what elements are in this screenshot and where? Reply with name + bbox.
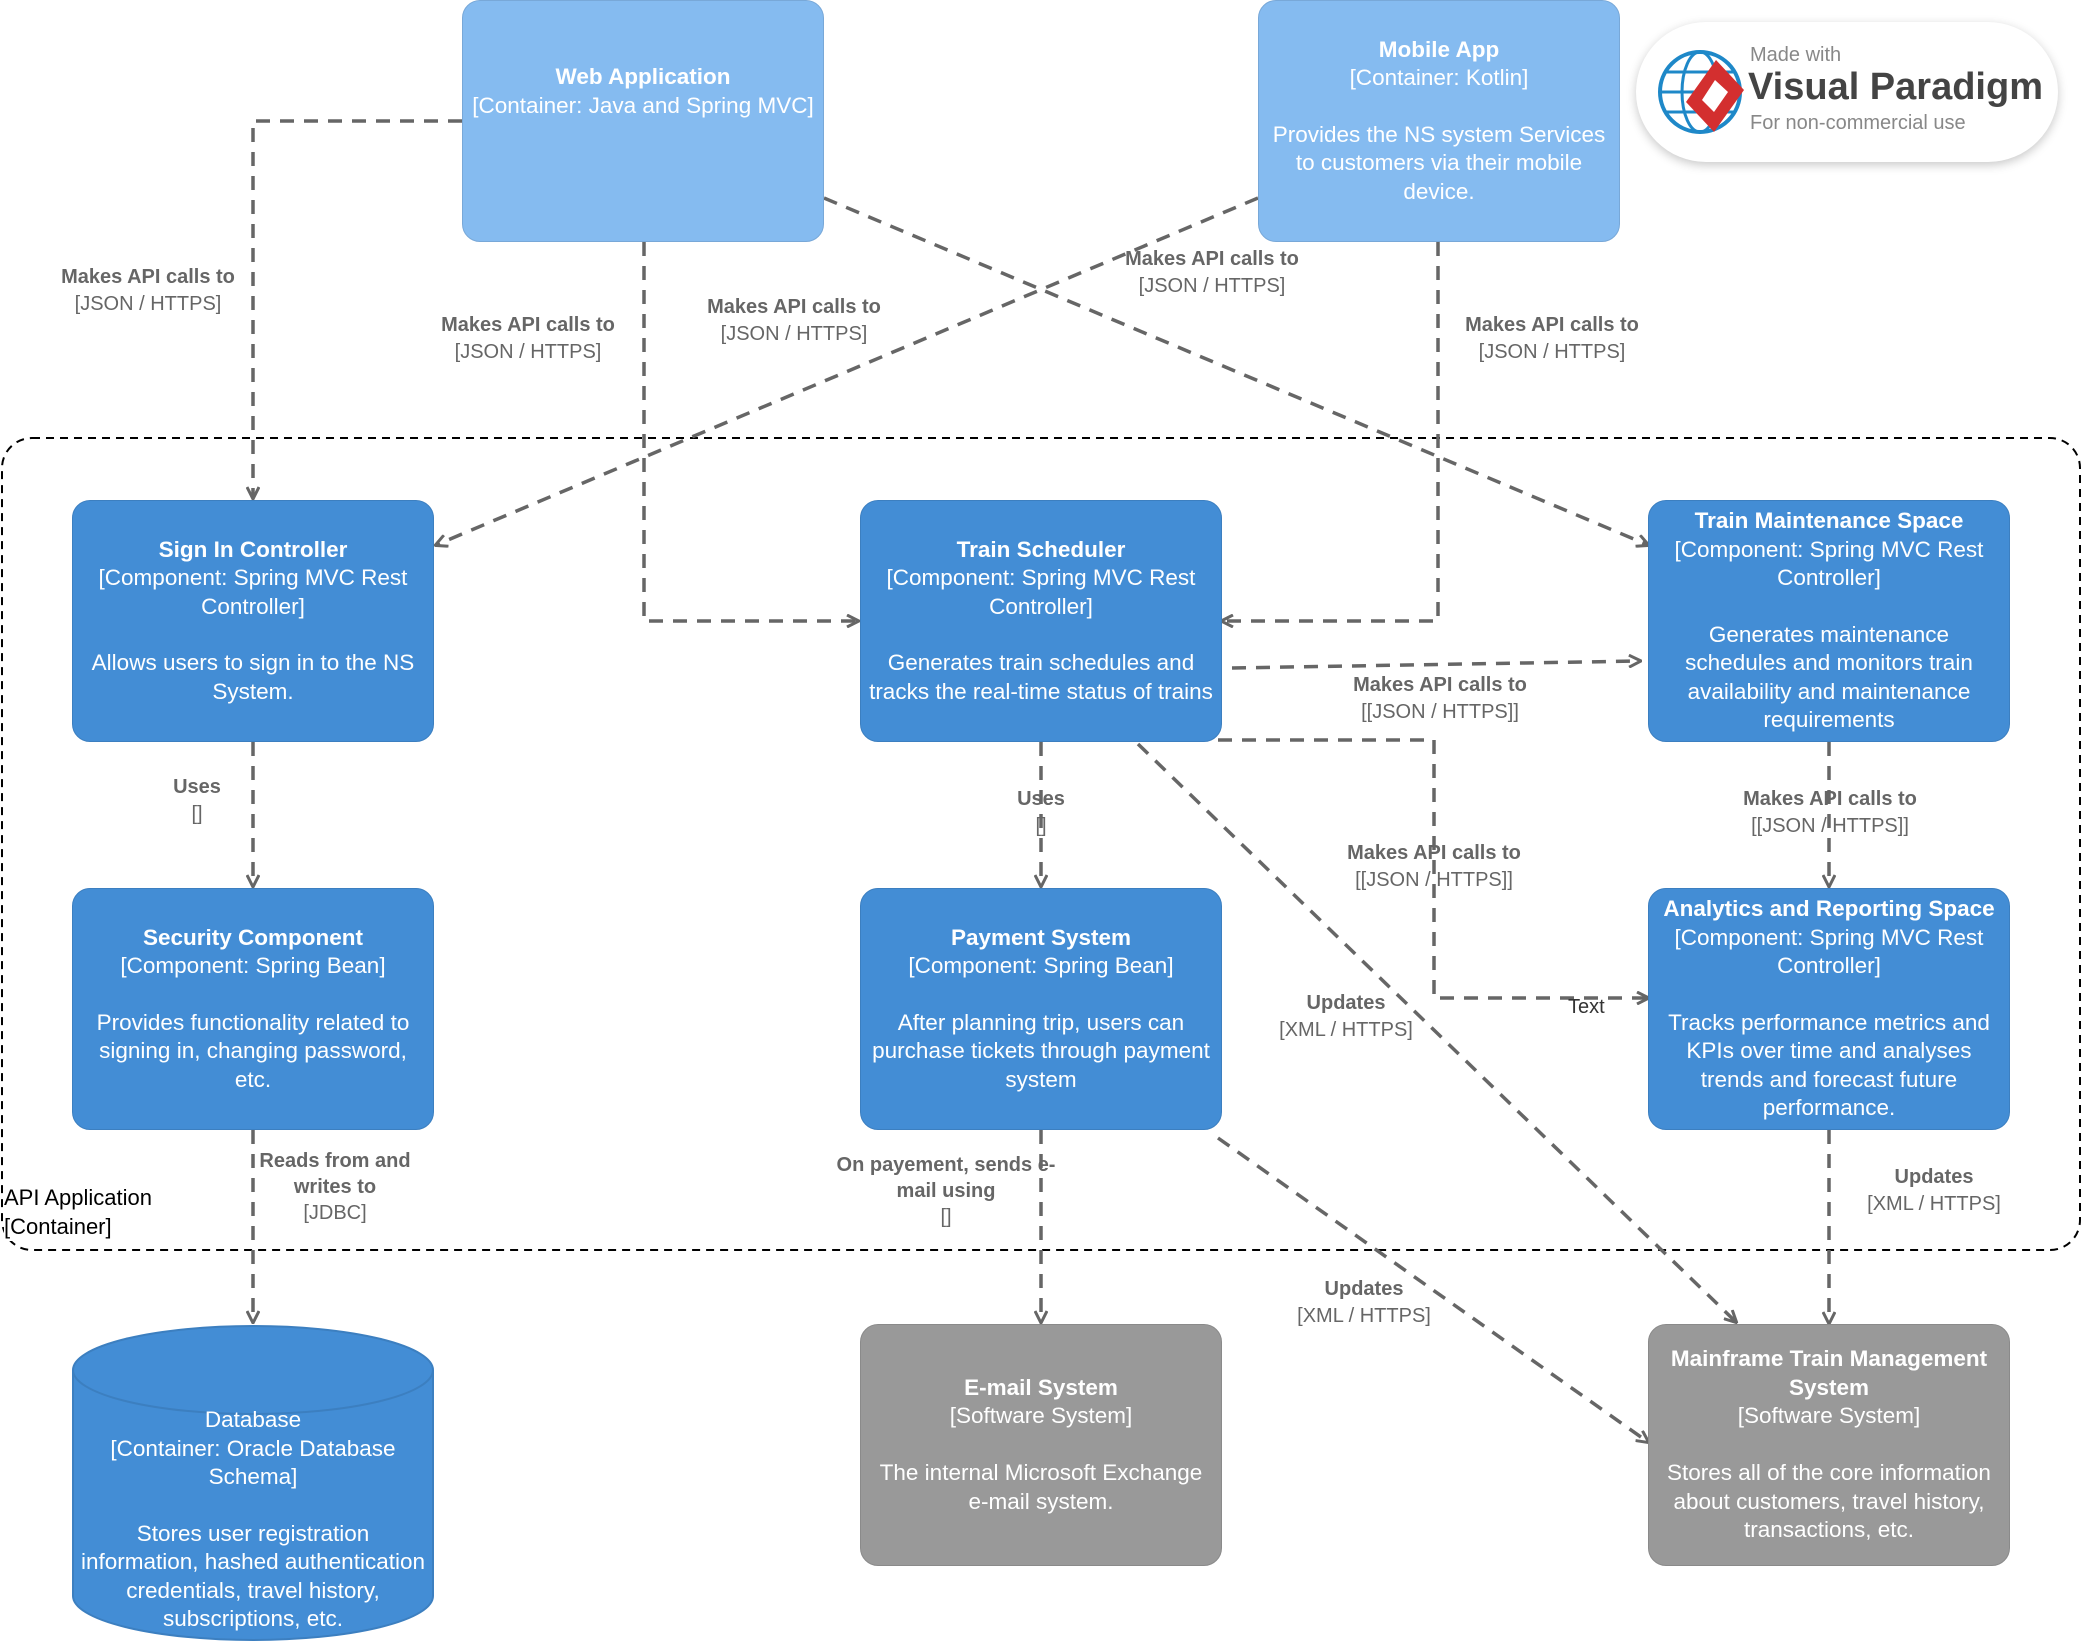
node-title: E-mail System xyxy=(964,1374,1118,1400)
watermark-made-with: Made with xyxy=(1750,44,1842,66)
analytics-reporting-node[interactable]: Analytics and Reporting Space [Component… xyxy=(1648,888,2010,1130)
label-mobile-to-scheduler: Makes API calls to[JSON / HTTPS] xyxy=(1465,314,1639,363)
node-title: Web Application xyxy=(555,64,731,89)
visual-paradigm-watermark: Made with Visual Paradigm For non-commer… xyxy=(1636,22,2058,162)
edge-scheduler-to-mainframe xyxy=(1136,742,1736,1322)
label-mobile-to-signin: Makes API calls to[JSON / HTTPS] xyxy=(707,296,881,345)
node-title: Train Scheduler xyxy=(956,536,1126,562)
node-title: Mobile App xyxy=(1378,36,1500,62)
edge-payment-to-mainframe xyxy=(1216,1136,1648,1442)
edge-web-to-signin xyxy=(253,119,462,498)
node-description: After planning trip, users can purchase … xyxy=(872,1009,1210,1092)
api-application-label: API Application [Container] xyxy=(4,1184,152,1242)
node-description: Provides the NS system Services to custo… xyxy=(1272,121,1606,204)
globe-logo-icon xyxy=(1658,50,1744,134)
database-cylinder xyxy=(72,1325,434,1641)
node-kind: [Software System] xyxy=(949,1403,1133,1429)
node-title: Analytics and Reporting Space xyxy=(1663,896,1995,922)
label-scheduler-to-mainframe: Updates[XML / HTTPS] xyxy=(1279,992,1413,1041)
node-kind: [Component: Spring Bean] xyxy=(120,953,386,979)
train-scheduler-node[interactable]: Train Scheduler [Component: Spring MVC R… xyxy=(860,500,1222,742)
label-scheduler-to-payment: Uses[] xyxy=(1017,788,1065,837)
node-description: Allows users to sign in to the NS System… xyxy=(91,650,415,704)
stray-text-label: Text xyxy=(1568,996,1605,1018)
label-scheduler-to-maintenance: Makes API calls to[[JSON / HTTPS]] xyxy=(1353,674,1527,723)
node-title: Security Component xyxy=(142,924,364,950)
label-payment-to-mainframe: Updates[XML / HTTPS] xyxy=(1297,1278,1431,1327)
node-description: Stores all of the core information about… xyxy=(1667,1460,1991,1543)
train-maintenance-node[interactable]: Train Maintenance Space [Component: Spri… xyxy=(1648,500,2010,742)
watermark-brand: Visual Paradigm xyxy=(1748,66,2043,108)
node-kind: [Component: Spring MVC Rest Controller] xyxy=(1674,924,1984,979)
label-web-to-signin: Makes API calls to[JSON / HTTPS] xyxy=(61,266,235,315)
email-system-node[interactable]: E-mail System [Software System] The inte… xyxy=(860,1324,1222,1566)
edge-mobile-to-signin xyxy=(436,196,1259,545)
payment-system-node[interactable]: Payment System [Component: Spring Bean] … xyxy=(860,888,1222,1130)
node-description: Stores user registration information, ha… xyxy=(81,1520,425,1632)
node-description: Generates train schedules and tracks the… xyxy=(869,650,1213,704)
label-maintenance-to-analytics: Makes API calls to[[JSON / HTTPS]] xyxy=(1743,788,1917,837)
sign-in-controller-node[interactable]: Sign In Controller [Component: Spring MV… xyxy=(72,500,434,742)
web-application-node[interactable]: Web Application [Container: Java and Spr… xyxy=(462,0,824,242)
node-kind: [Component: Spring Bean] xyxy=(908,953,1174,979)
label-analytics-to-mainframe: Updates[XML / HTTPS] xyxy=(1867,1166,2001,1215)
node-title: Sign In Controller xyxy=(158,536,348,562)
label-scheduler-to-analytics: Makes API calls to[[JSON / HTTPS]] xyxy=(1347,842,1521,891)
edge-web-to-scheduler xyxy=(642,242,858,621)
edge-mobile-to-scheduler xyxy=(1222,242,1440,621)
node-kind: [Component: Spring MVC Rest Controller] xyxy=(886,565,1196,619)
node-kind: [Software System] xyxy=(1737,1403,1921,1429)
mobile-app-node[interactable]: Mobile App [Container: Kotlin] Provides … xyxy=(1258,0,1620,242)
node-kind: [Container: Java and Spring MVC] xyxy=(472,92,814,118)
node-title: Payment System xyxy=(950,924,1132,950)
database-node[interactable]: Database [Container: Oracle Database Sch… xyxy=(78,1406,428,1634)
node-description: The internal Microsoft Exchange e-mail s… xyxy=(879,1460,1203,1514)
label-signin-to-security: Uses[] xyxy=(173,776,221,825)
node-title: Mainframe Train Management System xyxy=(1670,1346,1988,1400)
node-description: Tracks performance metrics and KPIs over… xyxy=(1668,1009,1990,1121)
label-payment-to-email: On payement, sends e-mail using[] xyxy=(836,1154,1056,1228)
mainframe-system-node[interactable]: Mainframe Train Management System [Softw… xyxy=(1648,1324,2010,1566)
watermark-note: For non-commercial use xyxy=(1750,112,1966,134)
node-description: Generates maintenance schedules and moni… xyxy=(1685,621,1973,733)
node-kind: [Container: Kotlin] xyxy=(1349,65,1529,91)
label-web-to-maintenance: Makes API calls to[JSON / HTTPS] xyxy=(1125,248,1299,297)
api-application-boundary xyxy=(1,437,2081,1251)
edge-web-to-maintenance xyxy=(823,196,1648,545)
node-kind: [Container: Oracle Database Schema] xyxy=(110,1435,396,1490)
edge-scheduler-to-analytics xyxy=(1218,738,1648,998)
label-web-to-scheduler: Makes API calls to[JSON / HTTPS] xyxy=(441,314,615,363)
edge-scheduler-to-maintenance xyxy=(1231,661,1640,670)
node-title: Database xyxy=(204,1407,302,1432)
security-component-node[interactable]: Security Component [Component: Spring Be… xyxy=(72,888,434,1130)
node-kind: [Component: Spring MVC Rest Controller] xyxy=(98,565,408,619)
node-kind: [Component: Spring MVC Rest Controller] xyxy=(1674,536,1984,591)
label-security-to-database: Reads from and writes to[JDBC] xyxy=(259,1150,411,1224)
node-description: Provides functionality related to signin… xyxy=(96,1009,410,1092)
node-title: Train Maintenance Space xyxy=(1694,508,1964,534)
